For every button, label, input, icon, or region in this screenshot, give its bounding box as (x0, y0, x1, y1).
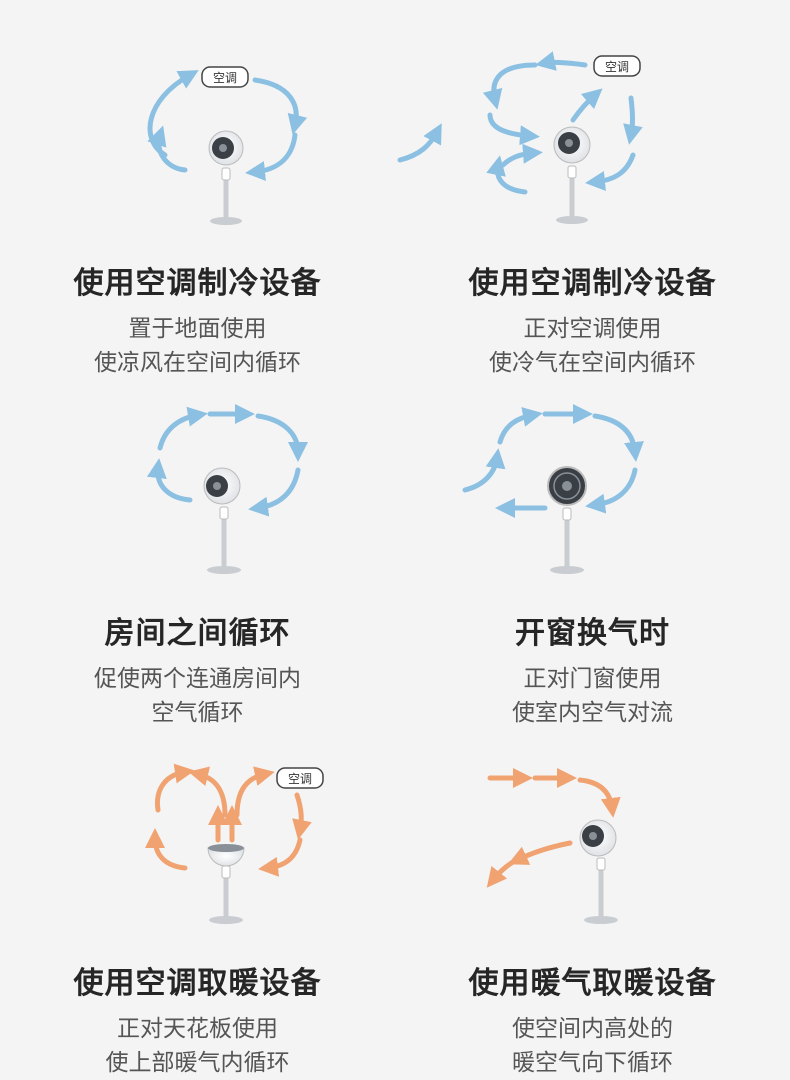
airflow-arrow (154, 763, 195, 813)
panel-room-to-room: 房间之间循环 促使两个连通房间内 空气循环 (0, 370, 395, 729)
airflow-illustration: 空调 (397, 51, 643, 224)
fan-icon (579, 819, 618, 924)
panel-title: 使用空调取暖设备 (73, 966, 322, 1001)
airflow-arrow (248, 467, 301, 517)
airflow-arrow (292, 792, 312, 840)
panel-window-ventilation: 开窗换气时 正对门窗使用 使室内空气对流 (395, 370, 790, 729)
airflow-arrow (497, 407, 543, 445)
airflow-illustration: 空调 (145, 763, 324, 924)
panel-floor-cooling: 空调 使用空调制冷设备 置于地面使用 使凉风在空间内循环 (0, 20, 395, 379)
description-line: 使空间内高处的 (512, 1016, 673, 1042)
airflow-arrow (577, 777, 621, 818)
svg-text:空调: 空调 (213, 71, 237, 85)
description-line: 空气循环 (151, 700, 244, 726)
airflow-arrow (234, 766, 275, 818)
airflow-arrow (487, 112, 540, 146)
panel-title: 开窗换气时 (515, 616, 670, 651)
airflow-arrow (462, 448, 506, 493)
airflow-arrow (147, 125, 188, 173)
description-line: 使冷气在空间内循环 (489, 350, 696, 376)
fan-icon (203, 467, 241, 574)
airflow-arrow (585, 467, 638, 514)
panel-description: 正对门窗使用 使室内空气对流 (395, 662, 790, 730)
panel-radiator-heating: 使用暖气取暖设备 使空间内高处的 暖空气向下循环 (395, 720, 790, 1079)
ac-badge: 空调 (276, 767, 324, 789)
airflow-arrow (486, 155, 528, 195)
description-line: 正对空调使用 (523, 316, 662, 342)
fan-icon (547, 466, 587, 574)
svg-text:空调: 空调 (288, 772, 312, 786)
airflow-arrow (397, 123, 442, 163)
airflow-arrow (147, 70, 199, 158)
description-line: 使上部暖气内循环 (105, 1050, 290, 1076)
panel-description: 置于地面使用 使凉风在空间内循环 (0, 312, 395, 380)
airflow-arrow (570, 88, 603, 123)
airflow-illustration (462, 404, 644, 574)
svg-text:空调: 空调 (605, 60, 629, 74)
airflow-arrow (585, 152, 636, 191)
airflow-arrow (258, 837, 303, 877)
ac-badge: 空调 (201, 66, 249, 88)
fan-icon (553, 126, 591, 224)
airflow-arrow (145, 828, 188, 871)
panel-title: 使用空调制冷设备 (73, 266, 322, 301)
ac-badge: 空调 (593, 55, 641, 77)
description-line: 使凉风在空间内循环 (94, 350, 301, 376)
panel-ac-heating: 空调 使用空调取暖设备 正对天花板使用 使上部暖气内循环 (0, 720, 395, 1079)
panel-facing-ac-cooling: 空调 使用空调制冷设备 正对空调使用 使冷气在空间内循环 (395, 20, 790, 379)
airflow-arrow (535, 51, 588, 71)
panel-title: 使用暖气取暖设备 (468, 966, 717, 1001)
airflow-illustration: 空调 (147, 66, 308, 225)
airflow-arrow (146, 458, 193, 503)
airflow-arrow (482, 62, 538, 110)
airflow-illustration (146, 404, 308, 574)
airflow-arrow (255, 413, 308, 462)
description-line: 暖空气向下循环 (512, 1050, 673, 1076)
airflow-arrow (500, 143, 543, 168)
description-line: 正对天花板使用 (117, 1016, 278, 1042)
airflow-arrow (252, 77, 308, 135)
description-line: 正对门窗使用 (523, 666, 662, 692)
panel-description: 正对天花板使用 使上部暖气内循环 (0, 1012, 395, 1080)
panel-description: 使空间内高处的 暖空气向下循环 (395, 1012, 790, 1080)
fan-icon (207, 844, 245, 924)
panel-description: 促使两个连通房间内 空气循环 (0, 662, 395, 730)
description-line: 置于地面使用 (128, 316, 267, 342)
panel-description: 正对空调使用 使冷气在空间内循环 (395, 312, 790, 380)
airflow-arrow (188, 766, 228, 818)
fan-icon (208, 130, 244, 225)
description-line: 使室内空气对流 (512, 700, 673, 726)
airflow-arrow (507, 840, 573, 865)
airflow-illustration (486, 768, 621, 924)
airflow-arrow (245, 132, 298, 181)
description-line: 促使两个连通房间内 (94, 666, 301, 692)
airflow-arrow (592, 413, 644, 462)
panel-title: 使用空调制冷设备 (468, 266, 717, 301)
panel-title: 房间之间循环 (104, 616, 291, 651)
airflow-arrow (157, 406, 208, 451)
airflow-arrow (486, 859, 516, 888)
airflow-arrow (623, 95, 643, 145)
